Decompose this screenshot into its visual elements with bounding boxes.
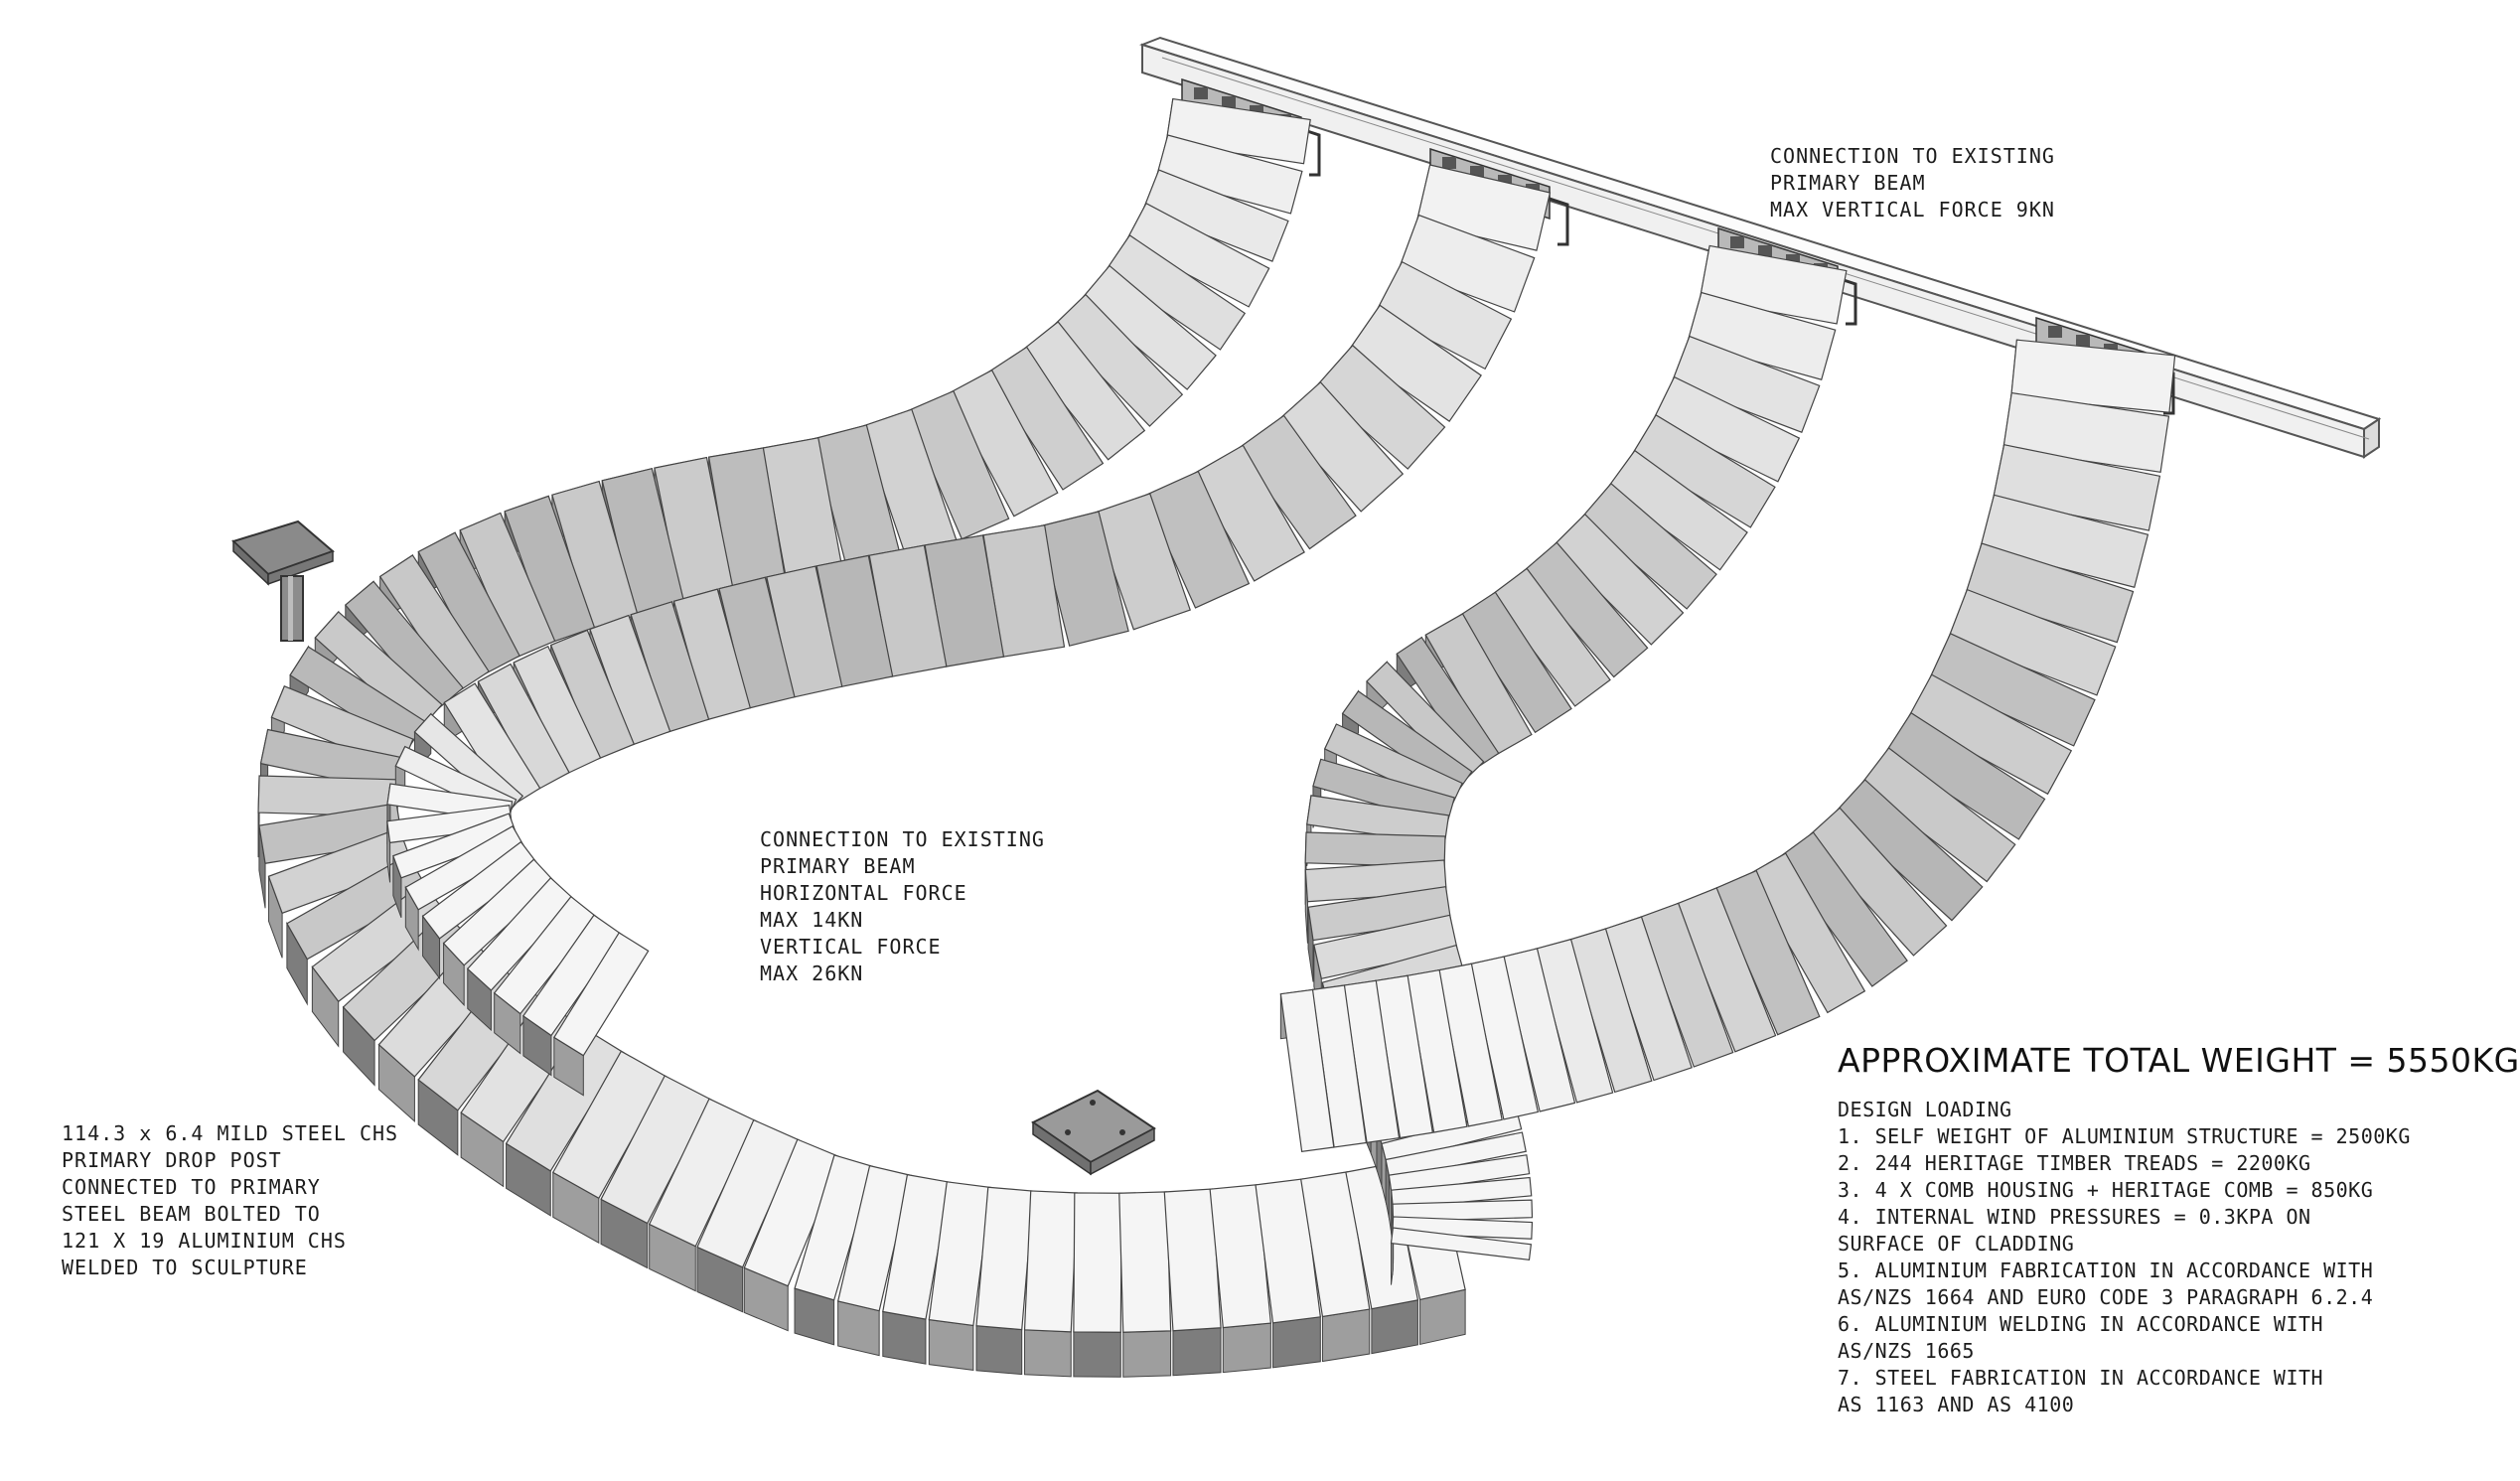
note-line: HORIZONTAL FORCE <box>760 881 967 905</box>
note-line: CONNECTION TO EXISTING <box>1770 144 2055 168</box>
design-loading-line: SURFACE OF CLADDING <box>1838 1232 2075 1256</box>
stair-ribbon-2 <box>386 164 1552 1097</box>
note-line: CONNECTED TO PRIMARY <box>62 1175 321 1199</box>
design-loading-line: AS/NZS 1665 <box>1838 1339 1975 1363</box>
design-loading-list: DESIGN LOADING 1. SELF WEIGHT OF ALUMINI… <box>1838 1097 2411 1418</box>
base-plate <box>1031 1089 1156 1176</box>
note-line: 114.3 x 6.4 MILD STEEL CHS <box>62 1121 399 1145</box>
note-line: CONNECTION TO EXISTING <box>760 827 1045 851</box>
design-loading-line: 4. INTERNAL WIND PRESSURES = 0.3KPA ON <box>1838 1205 2311 1229</box>
design-loading-line: AS/NZS 1664 AND EURO CODE 3 PARAGRAPH 6.… <box>1838 1285 2374 1309</box>
primary-drop-post <box>231 519 335 642</box>
design-loading-line: 1. SELF WEIGHT OF ALUMINIUM STRUCTURE = … <box>1838 1124 2411 1148</box>
design-loading-line: 7. STEEL FABRICATION IN ACCORDANCE WITH <box>1838 1366 2324 1390</box>
stair-ribbon-4 <box>1279 339 2176 1152</box>
note-drop-post: 114.3 x 6.4 MILD STEEL CHS PRIMARY DROP … <box>62 1120 398 1281</box>
note-line: STEEL BEAM BOLTED TO <box>62 1202 321 1226</box>
note-line: 121 X 19 ALUMINIUM CHS <box>62 1229 347 1253</box>
note-beam-connection-top: CONNECTION TO EXISTING PRIMARY BEAM MAX … <box>1770 143 2055 223</box>
note-line: PRIMARY DROP POST <box>62 1148 282 1172</box>
note-line: MAX 26KN <box>760 962 864 985</box>
design-loading-line: 3. 4 X COMB HOUSING + HERITAGE COMB = 85… <box>1838 1178 2374 1202</box>
stair-ribbons <box>257 97 2176 1378</box>
note-line: MAX 14KN <box>760 908 864 932</box>
note-line: WELDED TO SCULPTURE <box>62 1256 308 1279</box>
note-line: PRIMARY BEAM <box>1770 171 1926 195</box>
design-loading-line: 5. ALUMINIUM FABRICATION IN ACCORDANCE W… <box>1838 1259 2374 1282</box>
design-loading-title: DESIGN LOADING <box>1838 1098 2012 1121</box>
total-weight-heading: APPROXIMATE TOTAL WEIGHT = 5550KG <box>1838 1041 2520 1080</box>
stair-ribbon-1 <box>257 97 1466 1378</box>
design-loading-line: 2. 244 HERITAGE TIMBER TREADS = 2200KG <box>1838 1151 2311 1175</box>
design-loading-line: AS 1163 AND AS 4100 <box>1838 1393 2075 1416</box>
note-line: MAX VERTICAL FORCE 9KN <box>1770 198 2055 222</box>
note-line: PRIMARY BEAM <box>760 854 916 878</box>
design-loading-line: 6. ALUMINIUM WELDING IN ACCORDANCE WITH <box>1838 1312 2324 1336</box>
note-beam-connection-center: CONNECTION TO EXISTING PRIMARY BEAM HORI… <box>760 826 1045 987</box>
note-line: VERTICAL FORCE <box>760 935 942 959</box>
